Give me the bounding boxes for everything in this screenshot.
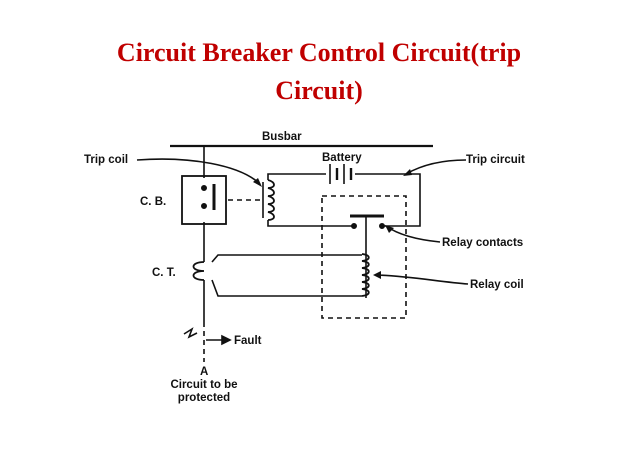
relay-coil-arrowhead [373, 271, 381, 279]
label-fault: Fault [234, 335, 262, 347]
relay-coil-leader [375, 274, 469, 285]
trip-circuit-leader [405, 159, 467, 175]
trip-coil-winding [267, 179, 275, 221]
ct-secondary-top [211, 254, 362, 263]
fault-arrowhead [221, 334, 232, 346]
trip-circuit-bottom-wire [267, 220, 352, 227]
relay-enclosure [321, 195, 407, 319]
relay-contact-right [378, 223, 385, 230]
trip-circuit-right-wire [355, 173, 421, 227]
label-point-a: A [200, 366, 208, 378]
relay-contacts-arrowhead [385, 225, 394, 233]
title-line-2: Circuit) [275, 76, 363, 105]
current-transformer-coil [192, 261, 205, 281]
cb-contact-top [201, 185, 208, 192]
label-protected-line2: protected [178, 392, 230, 404]
label-cb: C. B. [140, 196, 166, 208]
ct-secondary-bottom [211, 279, 362, 297]
title-line-1: Circuit Breaker Control Circuit(trip [116, 38, 522, 67]
label-relay-coil: Relay coil [470, 279, 524, 291]
label-trip-coil: Trip coil [84, 154, 128, 166]
circuit-breaker-box [181, 175, 227, 225]
trip-coil-arrowhead [253, 178, 262, 187]
label-battery: Battery [322, 152, 362, 164]
relay-coil-winding [361, 253, 370, 297]
label-protected-line1: Circuit to be [170, 379, 237, 391]
label-relay-contacts: Relay contacts [442, 237, 523, 249]
trip-circuit-top-wire [267, 173, 326, 180]
label-busbar: Busbar [262, 131, 302, 143]
cb-contact-bottom [201, 203, 208, 210]
trip-circuit-arrowhead [403, 169, 412, 176]
fault-symbol [183, 327, 198, 339]
relay-contacts-leader [385, 225, 441, 243]
label-ct: C. T. [152, 267, 176, 279]
page-title: Circuit Breaker Control Circuit(trip Cir… [0, 34, 638, 110]
trip-coil-leader [136, 158, 261, 185]
relay-contact-left [350, 223, 357, 230]
label-trip-circuit: Trip circuit [466, 154, 525, 166]
